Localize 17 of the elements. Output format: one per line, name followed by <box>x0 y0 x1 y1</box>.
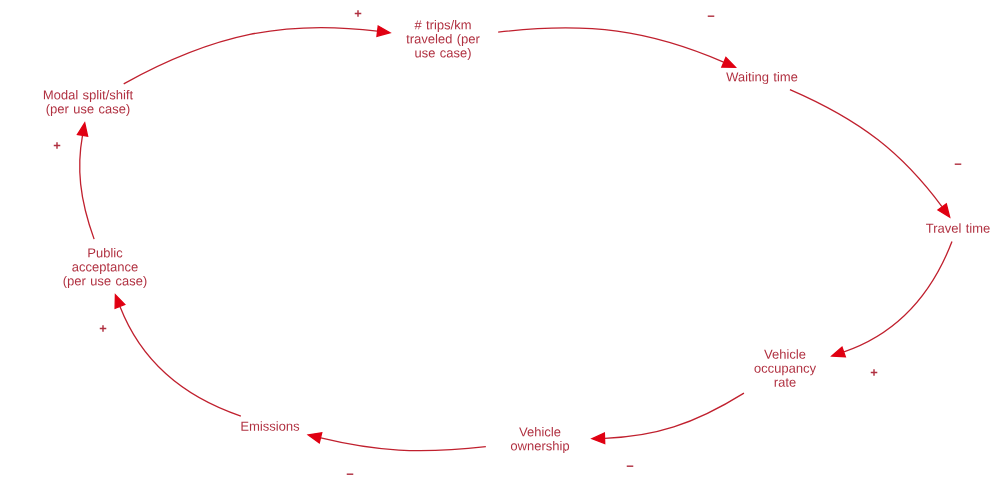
polarity-sign: − <box>625 464 635 472</box>
variable-label: Emissions <box>241 421 300 431</box>
polarity-sign: − <box>345 472 355 479</box>
variable-label: Travel time <box>926 223 990 233</box>
variable-label: Waiting time <box>726 71 798 85</box>
variable-label: Vehicle ownership <box>510 426 570 454</box>
polarity-sign: + <box>869 368 879 378</box>
polarity-sign: + <box>52 141 62 151</box>
polarity-sign: + <box>353 9 363 19</box>
polarity-sign: − <box>706 14 716 22</box>
polarity-sign: − <box>953 162 963 170</box>
polarity-sign: + <box>98 324 108 334</box>
variable-label: Public acceptance (per use case) <box>63 247 147 289</box>
arrow <box>497 27 737 68</box>
variable-label: Vehicle occupancy rate <box>754 349 817 387</box>
variable-label: Modal split/shift (per use case) <box>43 89 134 117</box>
variable-label: # trips/km traveled (per use case) <box>406 19 480 61</box>
